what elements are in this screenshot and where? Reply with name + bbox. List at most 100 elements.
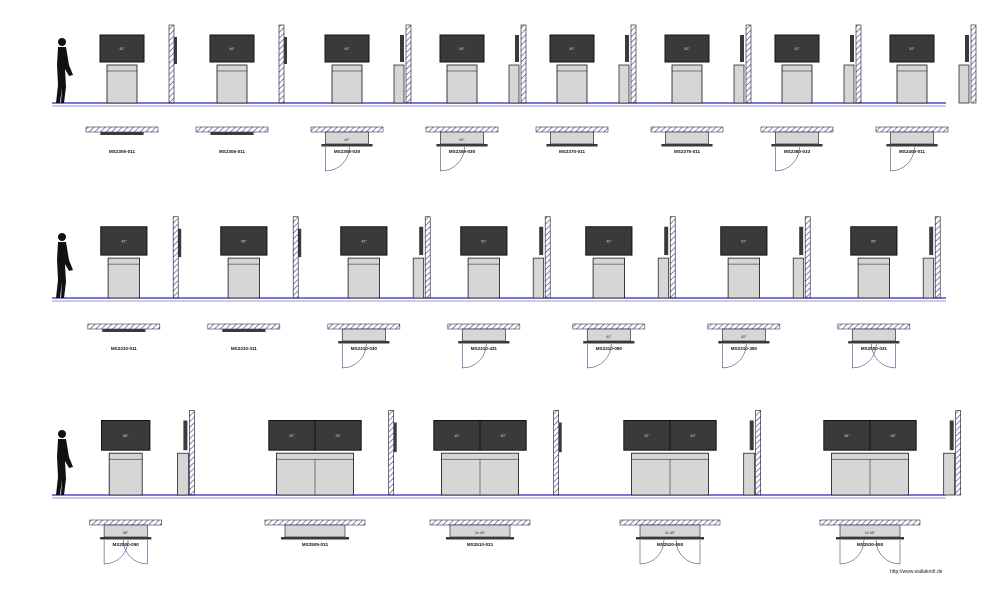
door-swing-right	[875, 539, 901, 565]
screen-panel	[549, 34, 595, 63]
plan-screen	[436, 144, 488, 147]
unit-r2-3: 42"MS2310-030	[327, 216, 431, 369]
screen-panel	[720, 226, 768, 256]
plan-cabinet	[775, 131, 819, 145]
plan-screen	[583, 341, 635, 344]
side-cabinet	[733, 64, 745, 104]
screen-size-label: 65"	[123, 434, 129, 438]
side-screen	[965, 35, 969, 62]
side-cabinet	[177, 452, 189, 496]
door-swing	[839, 539, 865, 565]
screen-panel	[850, 226, 898, 256]
screen-size-label: 46"	[890, 434, 896, 438]
plan-screen	[222, 329, 266, 332]
plan-cabinet	[851, 328, 896, 342]
unit-r1-5: 40"MS2370-011	[535, 24, 637, 154]
plan-wall	[207, 323, 281, 330]
side-screen	[178, 228, 182, 258]
wall-hatch	[630, 24, 637, 104]
plan-screen	[848, 341, 900, 344]
screen-panel	[433, 420, 481, 451]
screen-size-label: 52"	[684, 47, 690, 51]
plan-size-label: 2x 55"	[865, 531, 876, 535]
screen-size-label: 52"	[741, 239, 747, 243]
unit-r1-3: 40"40"MS2308-030	[310, 24, 412, 172]
plan-screen	[100, 132, 144, 135]
unit-r1-7: 42"MS2380-033	[760, 24, 862, 172]
screen-size-label: 52"	[481, 239, 487, 243]
footer-url: http://www.waltakrolt.de	[890, 569, 943, 575]
screen-panel	[460, 226, 508, 256]
screen-size-label: 40"	[690, 434, 696, 438]
wall-hatch	[544, 216, 551, 299]
screen-size-label: 40"	[500, 434, 506, 438]
screen-panel	[479, 420, 527, 451]
plan-size-label: 52"	[741, 335, 747, 339]
cabinet	[556, 64, 588, 104]
door-swing	[440, 146, 465, 172]
wall-hatch	[855, 24, 862, 104]
screen-size-label: 42"	[606, 239, 612, 243]
screen-size-label: 50"	[459, 47, 465, 51]
screen-size-label: 40"	[344, 47, 350, 51]
screen-size-label: 40"	[569, 47, 575, 51]
product-code: MS2400-011	[899, 149, 925, 154]
wall-hatch	[934, 216, 941, 299]
screen-size-label: 46"	[844, 434, 850, 438]
side-screen	[515, 35, 519, 62]
side-cabinet	[618, 64, 630, 104]
person-body	[56, 439, 73, 495]
screen-panel	[268, 420, 316, 451]
unit-r3-1: 65"65"MS2500-050	[89, 410, 195, 565]
wall-hatch	[955, 410, 962, 496]
product-code: MS2310-030	[351, 346, 378, 351]
cabinet	[216, 64, 248, 104]
screen-panel	[774, 34, 820, 63]
side-cabinet	[393, 64, 405, 104]
plan-screen	[102, 329, 146, 332]
screen-size-label: 42"	[121, 239, 127, 243]
plan-screen	[546, 144, 598, 147]
side-screen	[850, 35, 854, 62]
side-screen	[183, 420, 188, 451]
screen-size-label: 52"	[909, 47, 915, 51]
screen-panel	[314, 420, 362, 451]
screen-panel	[889, 34, 935, 63]
plan-size-label: 40"	[344, 138, 350, 142]
screen-size-label: 40"	[454, 434, 460, 438]
side-screen	[419, 226, 424, 256]
plan-wall	[195, 126, 269, 133]
product-code: MS2310-050	[596, 346, 623, 351]
product-code: MS2520-050	[657, 542, 684, 547]
cabinet	[467, 257, 501, 299]
cabinet	[108, 452, 143, 496]
screen-size-label: 32"	[644, 434, 650, 438]
product-code: MS2505-031	[302, 542, 329, 547]
side-screen	[949, 420, 954, 451]
cabinet	[446, 64, 478, 104]
plan-cabinet	[341, 328, 386, 342]
cabinet	[592, 257, 625, 299]
product-code: MS2500-050	[113, 542, 140, 547]
wall-hatch	[520, 24, 527, 104]
product-code: MS2510-031	[467, 542, 494, 547]
side-screen	[284, 37, 287, 64]
plan-screen	[100, 537, 152, 540]
door-swing	[890, 146, 915, 172]
unit-r1-4: 50"50"MS2309-030	[425, 24, 527, 172]
wall-hatch	[405, 24, 412, 104]
wall-hatch	[745, 24, 752, 104]
side-screen	[740, 35, 744, 62]
screen-panel	[101, 420, 151, 451]
plan-size-label: 2x 40"	[475, 531, 486, 535]
plan-wall	[327, 323, 401, 330]
screen-panel	[99, 34, 145, 63]
person-silhouette	[56, 38, 73, 103]
plan-wall	[572, 323, 646, 330]
unit-r2-5: 42"42"MS2310-050	[572, 216, 676, 369]
unit-r2-6: 52"52"MS2310-350	[707, 216, 811, 369]
plan-screen	[661, 144, 713, 147]
cabinet	[781, 64, 813, 104]
door-swing	[639, 539, 665, 565]
